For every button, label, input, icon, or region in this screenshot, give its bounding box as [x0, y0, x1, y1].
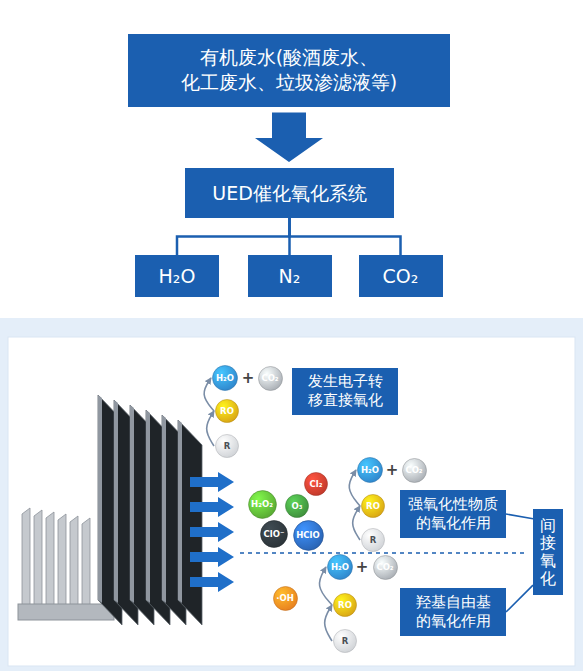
bracket-connector [177, 218, 290, 255]
formula-text: RO [220, 406, 234, 416]
molecule-circle: H₂O [212, 365, 238, 391]
molecule-circle: CO₂ [402, 458, 427, 483]
box-text: N₂ [279, 264, 301, 289]
formula-text: R [370, 535, 377, 545]
formula-text: H₂O [331, 562, 349, 572]
block-connector [255, 113, 323, 163]
molecule-circle: O₃ [285, 494, 309, 518]
box-text: 发生电子转 移直接氧化 [300, 372, 390, 411]
formula-text: Cl₂ [310, 479, 323, 489]
electrode-plate [178, 420, 202, 625]
line-connector [506, 585, 533, 612]
formula-text: O₃ [292, 501, 303, 511]
plus-sign: + [242, 371, 255, 386]
molecule-circle: CO₂ [258, 366, 283, 391]
curve-connector [349, 470, 360, 506]
box-text: UED催化氧化系统 [212, 181, 367, 206]
molecule-circle: R [361, 528, 385, 552]
curve-connector [353, 506, 360, 540]
plate-edge [114, 400, 118, 603]
molecule-circle: RO [361, 494, 385, 518]
line-connector [506, 514, 533, 519]
group-box: 间接氧化 [533, 509, 563, 595]
process-box: 有机废水(酸酒废水、 化工废水、垃圾渗滤液等) [128, 34, 450, 107]
back-slat [58, 514, 66, 618]
box-text: 有机废水(酸酒废水、 化工废水、垃圾渗滤液等) [168, 45, 410, 94]
molecule-circle: RO [215, 399, 239, 423]
flow-arrows [190, 472, 234, 592]
process-box: CO₂ [359, 255, 443, 297]
plate-edge [146, 410, 150, 603]
curve-connector [325, 605, 332, 641]
plate-edge [178, 420, 182, 603]
formula-text: H₂O [216, 373, 234, 383]
electrode-plates [18, 395, 202, 625]
formula-text: CO₂ [376, 562, 393, 572]
formula-text: RO [366, 501, 380, 511]
formula-text: CO₂ [261, 373, 278, 383]
molecule-circle: Cl₂ [304, 472, 328, 496]
process-box: N₂ [248, 255, 332, 297]
plus-sign: + [356, 560, 369, 575]
back-slat [22, 508, 30, 618]
curve-connector [207, 411, 214, 446]
formula-text: RO [338, 600, 352, 610]
process-box: UED催化氧化系统 [185, 168, 394, 218]
formula-text: H₂O [361, 465, 379, 475]
flow-arrow [190, 472, 234, 492]
plate-edge [98, 395, 102, 603]
plate-edge [130, 405, 134, 603]
box-text: 羟基自由基 的氧化作用 [406, 593, 500, 631]
molecule-circle: CO₂ [373, 555, 398, 580]
box-text: 间接氧化 [540, 517, 556, 587]
formula-text: ·OH [276, 593, 294, 603]
back-slat [46, 512, 54, 618]
process-box: 羟基自由基 的氧化作用 [400, 588, 506, 636]
formula-text: R [342, 636, 349, 646]
process-box: 发生电子转 移直接氧化 [292, 368, 398, 415]
panel-ground [8, 337, 575, 666]
divider-dashed-line [240, 552, 526, 554]
curve-connector [204, 378, 214, 411]
flow-arrow [190, 522, 234, 542]
bracket-connector [290, 218, 401, 255]
molecule-circle: ·OH [273, 586, 298, 611]
flow-arrow [190, 547, 234, 567]
molecule-circle: R [215, 434, 239, 458]
plus-sign: + [386, 463, 399, 478]
molecule-circle: R [333, 629, 357, 653]
back-slat [34, 510, 42, 618]
back-slat [82, 518, 90, 618]
slat-base [18, 604, 114, 620]
molecule-circle: H₂O₂ [248, 490, 277, 519]
plate-edge [162, 415, 166, 603]
molecule-circle: H₂O [357, 457, 383, 483]
formula-text: H₂O₂ [251, 499, 273, 509]
panel-band [0, 318, 583, 671]
process-box: 强氧化性物质 的氧化作用 [400, 490, 506, 538]
molecule-circle: ClO⁻ [260, 520, 288, 548]
formula-text: R [224, 441, 231, 451]
box-text: CO₂ [383, 264, 419, 289]
molecule-circle: HClO [293, 520, 324, 551]
formula-text: CO₂ [405, 465, 422, 475]
formula-text: ClO⁻ [264, 529, 285, 539]
flow-arrow [190, 497, 234, 517]
box-text: H₂O [159, 264, 196, 289]
molecule-circle: H₂O [327, 554, 353, 580]
box-text: 强氧化性物质 的氧化作用 [406, 495, 500, 533]
flow-arrow [190, 572, 234, 592]
molecule-circle: RO [333, 593, 357, 617]
formula-text: HClO [296, 530, 320, 540]
process-box: H₂O [135, 255, 219, 297]
back-slat [70, 516, 78, 618]
